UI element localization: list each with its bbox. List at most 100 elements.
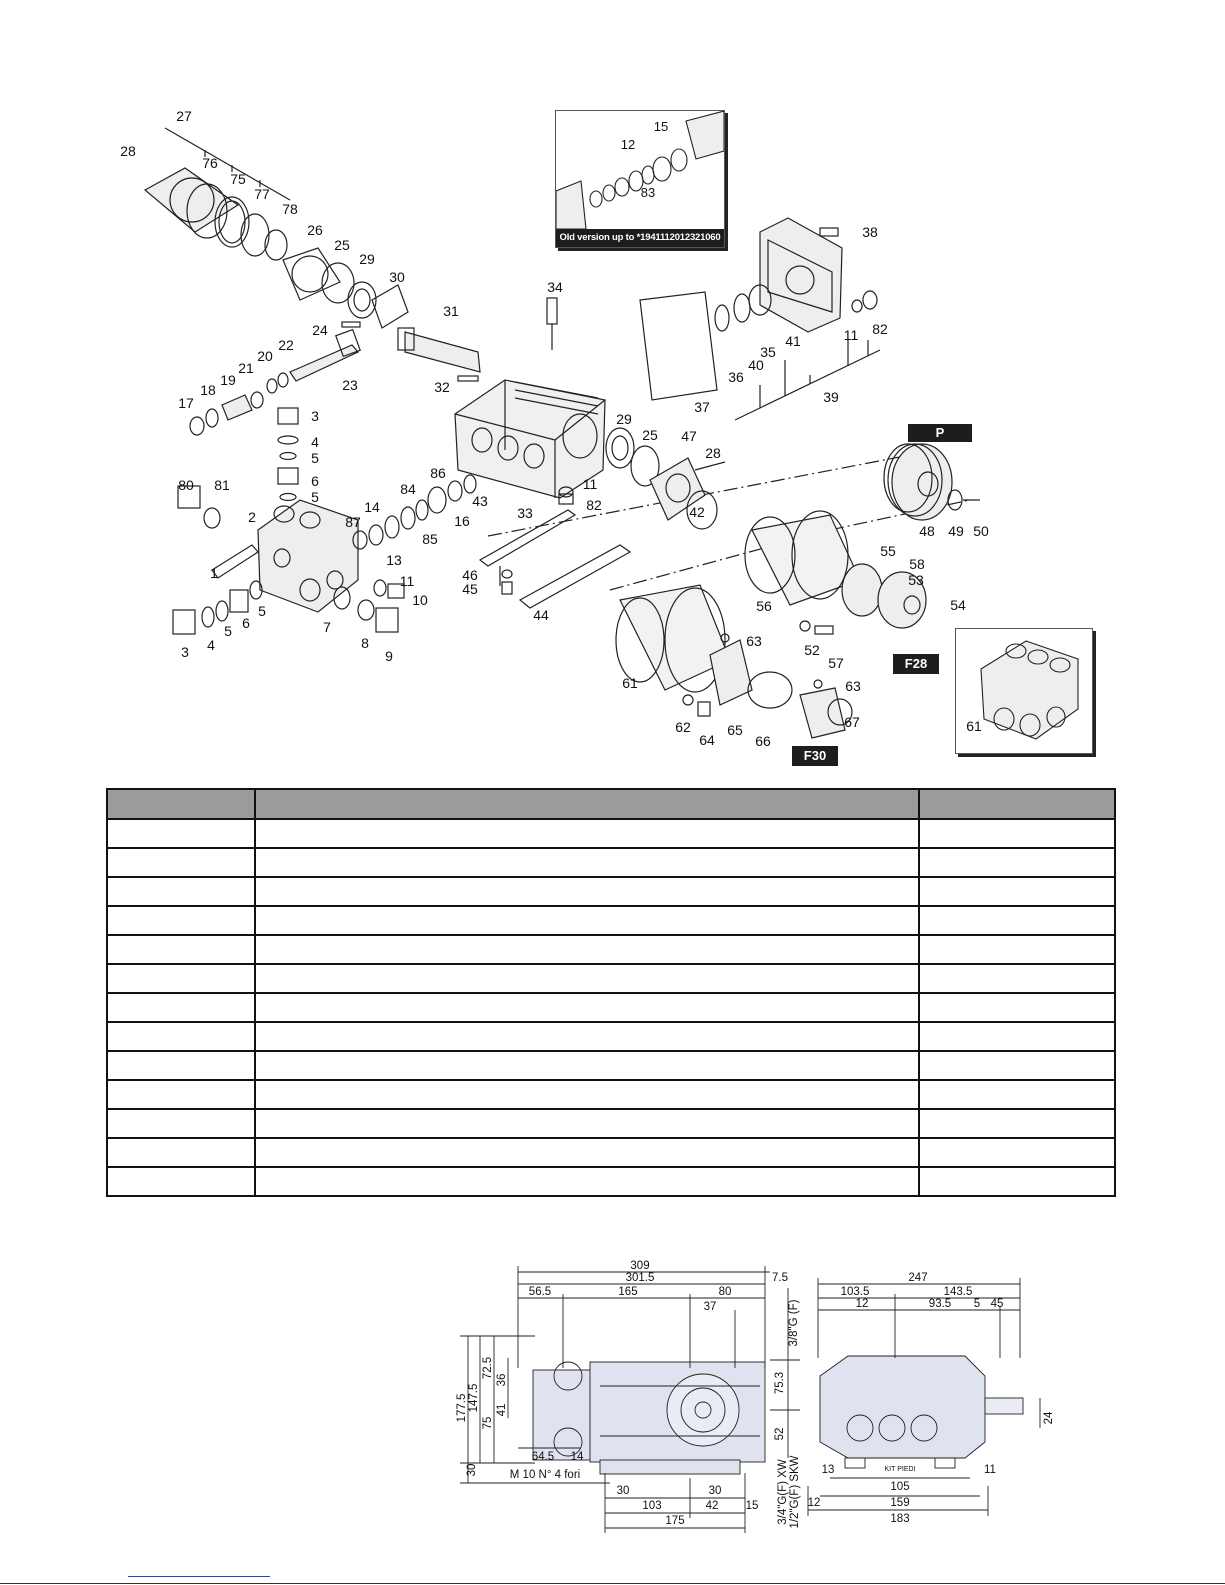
table-cell: [254, 992, 920, 1023]
table-cell: [918, 1079, 1116, 1110]
callout: 82: [872, 321, 888, 337]
callout: 34: [547, 279, 563, 295]
callout: 39: [823, 389, 839, 405]
callout: 19: [220, 372, 236, 388]
table-cell: [254, 1166, 920, 1197]
callout: 63: [746, 633, 762, 649]
table-row: [106, 1021, 1116, 1052]
callout: 67: [844, 714, 860, 730]
old-version-drawing: 15 12 83: [555, 110, 725, 230]
callout: 12: [621, 137, 635, 152]
table-cell: [254, 1137, 920, 1168]
callout: 85: [422, 531, 438, 547]
callout: 42: [689, 504, 705, 520]
callout: 2: [248, 509, 256, 525]
dim-label: 56.5: [529, 1286, 551, 1298]
footer-link-underline[interactable]: [128, 1576, 270, 1577]
callout: 29: [616, 411, 632, 427]
callout: 52: [804, 642, 820, 658]
callout: 86: [430, 465, 446, 481]
callout: 29: [359, 251, 375, 267]
table-row: [106, 1108, 1116, 1139]
callout: 6: [242, 615, 250, 631]
table-row: [106, 818, 1116, 849]
callout: 22: [278, 337, 294, 353]
callout: 36: [728, 369, 744, 385]
dim-label: 7.5: [772, 1272, 788, 1284]
callout: 61: [966, 718, 982, 734]
table-header: [918, 788, 1116, 820]
table-header: [254, 788, 920, 820]
dim-label: 103.5: [841, 1286, 870, 1298]
callout: 16: [454, 513, 470, 529]
table-cell: [918, 934, 1116, 965]
callout: 20: [257, 348, 273, 364]
callout: 78: [282, 201, 298, 217]
dim-label: 30: [617, 1485, 630, 1497]
callout: 28: [705, 445, 721, 461]
table-cell: [254, 818, 920, 849]
callout: 61: [622, 675, 638, 691]
callout: 49: [948, 523, 964, 539]
callout: 43: [472, 493, 488, 509]
callout: 62: [675, 719, 691, 735]
callout: 47: [681, 428, 697, 444]
table-row: [106, 992, 1116, 1023]
dim-label: 177.5: [456, 1394, 468, 1423]
callout: 50: [973, 523, 989, 539]
callout: 87: [345, 514, 361, 530]
callout: 13: [386, 552, 402, 568]
callout: 37: [694, 399, 710, 415]
table-cell: [106, 1079, 256, 1110]
table-cell: [918, 1166, 1116, 1197]
table-row: [106, 1050, 1116, 1081]
callout: 26: [307, 222, 323, 238]
callout: 80: [178, 477, 194, 493]
dim-label: 45: [991, 1298, 1004, 1310]
callout: 33: [517, 505, 533, 521]
table-row: [106, 963, 1116, 994]
callout: 55: [880, 543, 896, 559]
callout: 56: [756, 598, 772, 614]
callout: 31: [443, 303, 459, 319]
callout: 48: [919, 523, 935, 539]
callout: 25: [642, 427, 658, 443]
table-cell: [106, 1021, 256, 1052]
dim-label: 1/2"G(F) SKW: [789, 1455, 801, 1528]
callout: 1: [210, 565, 218, 581]
callout: 4: [207, 637, 215, 653]
table-cell: [106, 963, 256, 994]
callout: 17: [178, 395, 194, 411]
callout: 5: [224, 623, 232, 639]
table-cell: [254, 1079, 920, 1110]
dim-label: 75.3: [774, 1372, 786, 1394]
callout: 18: [200, 382, 216, 398]
table-cell: [254, 1108, 920, 1139]
dim-label: 15: [746, 1500, 759, 1512]
dim-label: 36: [496, 1374, 508, 1387]
table-cell: [254, 1050, 920, 1081]
callout: 40: [748, 357, 764, 373]
dim-label: 24: [1043, 1411, 1055, 1424]
table-row: [106, 876, 1116, 907]
callout: 23: [342, 377, 358, 393]
dim-label: 5: [974, 1298, 980, 1310]
dim-label: 309: [630, 1260, 649, 1272]
callout: 75: [230, 171, 246, 187]
dim-label: 143.5: [944, 1286, 973, 1298]
table-cell: [918, 905, 1116, 936]
callout: 38: [862, 224, 878, 240]
table-cell: [918, 1050, 1116, 1081]
table-header-row: [106, 788, 1116, 820]
page-bottom-rule: [0, 1583, 1225, 1584]
callout: 83: [641, 185, 655, 200]
table-row: [106, 1166, 1116, 1197]
callout: 10: [412, 592, 428, 608]
table-cell: [106, 992, 256, 1023]
callout: 7: [323, 619, 331, 635]
table-cell: [918, 818, 1116, 849]
dim-label: 14: [571, 1451, 584, 1463]
dim-label: 72.5: [482, 1357, 494, 1379]
table-row: [106, 1137, 1116, 1168]
dim-label: 3/4"G(F) XW: [777, 1459, 789, 1525]
